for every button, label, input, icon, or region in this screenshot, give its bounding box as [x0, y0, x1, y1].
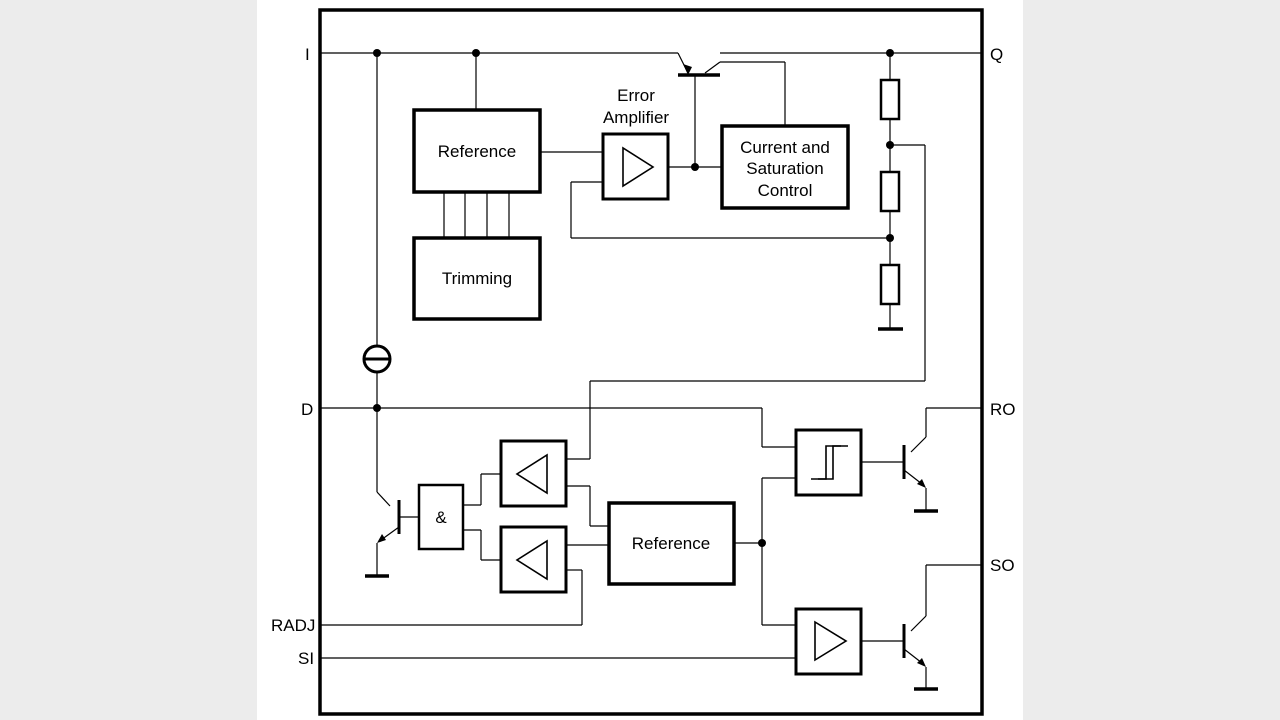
pin-si-label: SI — [298, 649, 314, 668]
pin-so-label: SO — [990, 556, 1015, 575]
bottom-wiring — [320, 407, 982, 659]
pass-transistor — [677, 52, 720, 77]
reference-top-label: Reference — [438, 142, 516, 161]
sense-comparator-block — [794, 607, 863, 676]
transistor-so — [902, 624, 938, 691]
chip-boundary — [318, 8, 984, 716]
pin-ro-label: RO — [990, 400, 1016, 419]
current-source-icon — [362, 344, 392, 374]
resistor-r3 — [879, 263, 901, 306]
error-amplifier-label-1: Error — [617, 86, 655, 105]
trimming-label: Trimming — [442, 269, 512, 288]
error-amplifier-label-2: Amplifier — [603, 108, 669, 127]
transistor-reset-delay — [365, 500, 401, 578]
transistor-ro — [902, 445, 938, 513]
reference-block-top: Reference — [412, 108, 542, 194]
resistor-r1 — [879, 78, 901, 121]
pin-q-label: Q — [990, 45, 1003, 64]
error-amplifier-block: Error Amplifier — [601, 86, 670, 201]
pin-i-label: I — [305, 45, 310, 64]
comparator-upper — [499, 439, 568, 508]
trimming-block: Trimming — [412, 236, 542, 321]
reference-block-bottom: Reference — [607, 501, 736, 586]
schmitt-trigger-block — [794, 428, 863, 497]
comparator-lower — [499, 525, 568, 594]
current-saturation-control-block: Current and Saturation Control — [720, 124, 850, 210]
reference-bottom-label: Reference — [632, 534, 710, 553]
current-control-label-3: Control — [758, 181, 813, 200]
pin-radj-label: RADJ — [271, 616, 315, 635]
and-gate-block: & — [417, 483, 465, 551]
junction-dots-top — [373, 49, 894, 242]
pin-d-label: D — [301, 400, 313, 419]
and-gate-label: & — [435, 508, 447, 527]
current-control-label-1: Current and — [740, 138, 830, 157]
current-control-label-2: Saturation — [746, 159, 824, 178]
resistor-r2 — [879, 170, 901, 213]
junction-dots-bottom — [373, 404, 766, 547]
